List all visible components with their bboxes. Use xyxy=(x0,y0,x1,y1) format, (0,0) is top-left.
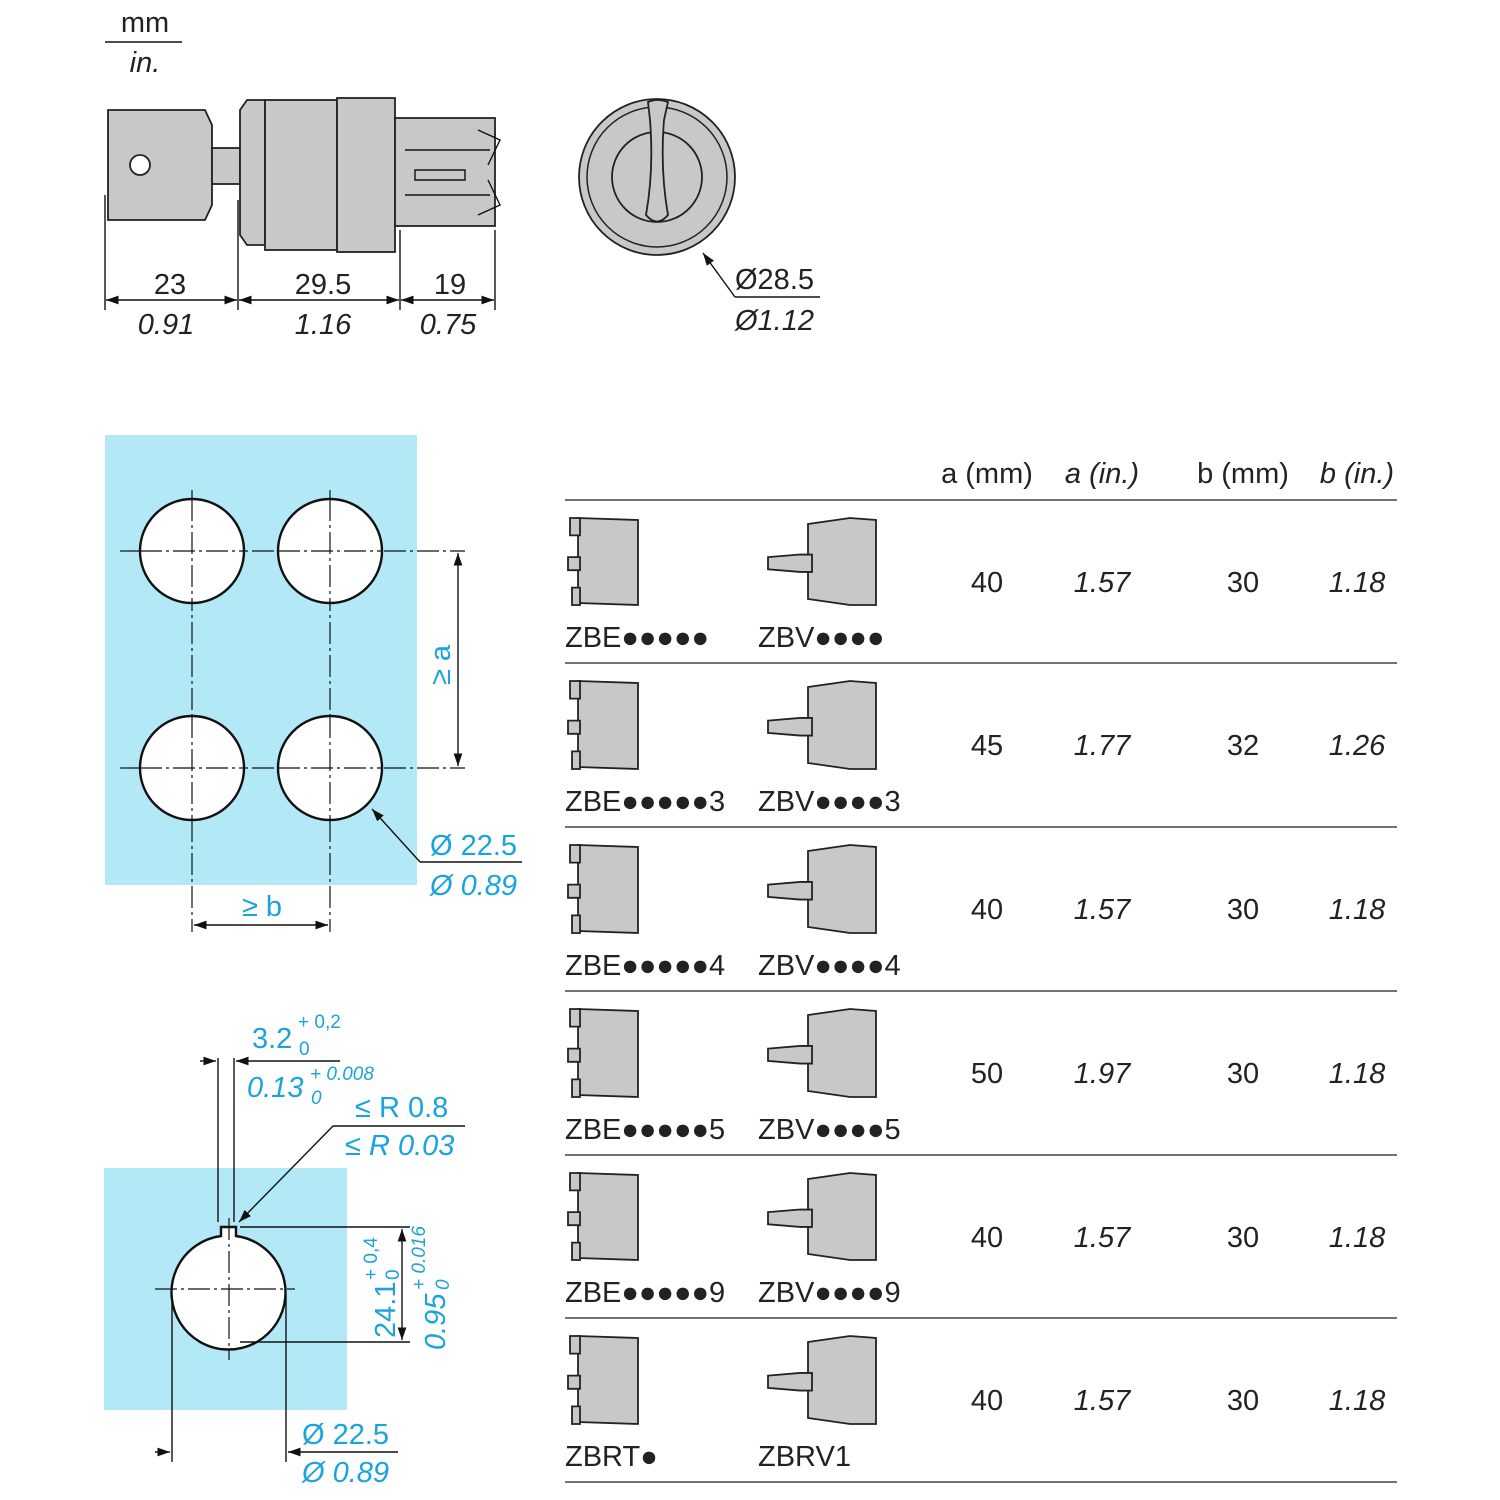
height-mm-tol-lower: 0 xyxy=(383,1269,404,1280)
notch-width-mm: 3.2 xyxy=(252,1023,292,1055)
table-row: ZBE●●●●●5 ZBV●●●●5 50 1.97 30 1.18 xyxy=(565,1008,1397,1156)
contact-block-ref: ZBE●●●●● xyxy=(565,622,709,654)
b-mm-value: 32 xyxy=(1227,730,1259,762)
contact-block-ref: ZBE●●●●●9 xyxy=(565,1277,725,1309)
dim-head-in: 1.16 xyxy=(295,309,352,341)
contact-block-icon xyxy=(567,1172,639,1261)
dim-key-mm: 23 xyxy=(154,269,186,301)
light-block-icon xyxy=(767,1335,877,1425)
dim-head-mm: 29.5 xyxy=(295,269,351,301)
radius-in: ≤ R 0.03 xyxy=(345,1130,454,1162)
light-block-ref: ZBV●●●●3 xyxy=(758,786,901,818)
contact-block-ref: ZBE●●●●●4 xyxy=(565,950,725,982)
height-in-tol-upper: + 0.016 xyxy=(409,1226,430,1290)
light-block-ref: ZBRV1 xyxy=(758,1441,851,1473)
key-hole-diameter-mm: Ø 22.5 xyxy=(302,1419,389,1451)
light-block-ref: ZBV●●●●9 xyxy=(758,1277,901,1309)
contact-block-ref: ZBRT● xyxy=(565,1441,658,1473)
hole-diameter-mm: Ø 22.5 xyxy=(430,830,517,862)
light-block-icon xyxy=(767,1172,877,1261)
side-view: 23 0.91 29.5 1.16 19 0.75 xyxy=(104,97,501,341)
a-in-value: 1.77 xyxy=(1074,730,1132,762)
a-in-value: 1.57 xyxy=(1074,1385,1132,1417)
contact-block-ref: ZBE●●●●●3 xyxy=(565,786,725,818)
table-row: ZBE●●●●● ZBV●●●● 40 1.57 30 1.18 xyxy=(565,517,1397,664)
height-in: 0.95 xyxy=(420,1293,452,1350)
b-in-value: 1.18 xyxy=(1329,894,1385,926)
light-block-icon xyxy=(767,680,877,770)
front-diameter-in: Ø1.12 xyxy=(734,305,814,337)
key-hole-diameter-in: Ø 0.89 xyxy=(301,1457,389,1489)
contact-block-ref: ZBE●●●●●5 xyxy=(565,1114,725,1146)
dim-block-in: 0.75 xyxy=(420,309,477,341)
panel-cutout: ≥ a ≥ b Ø 22.5 Ø 0.89 xyxy=(105,435,522,932)
contact-block-table: a (mm) a (in.) b (mm) b (in.) ZBE●●●●●ZB… xyxy=(565,458,1397,1483)
units-legend: mm in. xyxy=(105,7,182,79)
a-in-value: 1.97 xyxy=(1074,1058,1132,1090)
notch-in-tol-lower: 0 xyxy=(311,1088,322,1109)
header-b-in: b (in.) xyxy=(1320,458,1394,490)
front-view: Ø28.5 Ø1.12 xyxy=(578,98,820,337)
front-diameter-mm: Ø28.5 xyxy=(735,264,814,296)
b-mm-value: 30 xyxy=(1227,1222,1259,1254)
b-in-value: 1.18 xyxy=(1329,567,1385,599)
header-b-mm: b (mm) xyxy=(1197,458,1289,490)
dim-key-in: 0.91 xyxy=(138,309,194,341)
b-mm-value: 30 xyxy=(1227,894,1259,926)
key-cutout: 3.2 + 0,2 0 0.13 + 0.008 0 ≤ R 0.8 ≤ R 0… xyxy=(104,1012,465,1489)
b-mm-value: 30 xyxy=(1227,1058,1259,1090)
dim-block-mm: 19 xyxy=(434,269,466,301)
b-in-value: 1.18 xyxy=(1329,1058,1385,1090)
light-block-ref: ZBV●●●●5 xyxy=(758,1114,901,1146)
a-in-value: 1.57 xyxy=(1074,1222,1132,1254)
a-mm-value: 40 xyxy=(971,1385,1003,1417)
light-block-icon xyxy=(767,844,877,934)
light-block-ref: ZBV●●●●4 xyxy=(758,950,901,982)
b-in-value: 1.18 xyxy=(1329,1385,1385,1417)
contact-block-icon xyxy=(567,1008,639,1098)
header-a-in: a (in.) xyxy=(1065,458,1139,490)
light-block-icon xyxy=(767,1008,877,1098)
height-in-tol-lower: 0 xyxy=(433,1279,454,1290)
notch-mm-tol-lower: 0 xyxy=(299,1039,310,1060)
a-mm-value: 50 xyxy=(971,1058,1003,1090)
b-in-value: 1.18 xyxy=(1329,1222,1385,1254)
unit-in: in. xyxy=(130,47,161,79)
min-spacing-a-label: ≥ a xyxy=(425,644,457,685)
key-handle-icon xyxy=(645,99,670,223)
notch-in-tol-upper: + 0.008 xyxy=(310,1064,374,1085)
key-icon xyxy=(107,109,213,221)
table-row: ZBRT● ZBRV1 40 1.57 30 1.18 xyxy=(565,1335,1397,1483)
contact-block-icon xyxy=(567,680,639,770)
hole-diameter-in: Ø 0.89 xyxy=(429,870,517,902)
a-mm-value: 40 xyxy=(971,567,1003,599)
table-row: ZBE●●●●●3 ZBV●●●●3 45 1.77 32 1.26 xyxy=(565,680,1397,828)
b-mm-value: 30 xyxy=(1227,567,1259,599)
notch-mm-tol-upper: + 0,2 xyxy=(298,1012,341,1033)
min-spacing-b-label: ≥ b xyxy=(242,891,282,923)
contact-block-icon xyxy=(567,1335,639,1425)
a-mm-value: 40 xyxy=(971,1222,1003,1254)
light-block-ref: ZBV●●●● xyxy=(758,622,884,654)
table-row: ZBE●●●●●4 ZBV●●●●4 40 1.57 30 1.18 xyxy=(565,844,1397,992)
b-mm-value: 30 xyxy=(1227,1385,1259,1417)
notch-width-in: 0.13 xyxy=(247,1072,303,1104)
table-row: ZBE●●●●●9 ZBV●●●●9 40 1.57 30 1.18 xyxy=(565,1172,1397,1319)
a-mm-value: 45 xyxy=(971,730,1003,762)
a-mm-value: 40 xyxy=(971,894,1003,926)
header-a-mm: a (mm) xyxy=(941,458,1033,490)
unit-mm: mm xyxy=(121,7,169,39)
contact-block-icon xyxy=(567,517,639,606)
height-mm-tol-upper: + 0,4 xyxy=(361,1237,382,1280)
a-in-value: 1.57 xyxy=(1074,894,1132,926)
b-in-value: 1.26 xyxy=(1329,730,1386,762)
radius-mm: ≤ R 0.8 xyxy=(355,1092,448,1124)
contact-block-icon xyxy=(567,844,639,934)
a-in-value: 1.57 xyxy=(1074,567,1132,599)
light-block-icon xyxy=(767,517,877,606)
height-mm: 24.1 xyxy=(370,1282,402,1338)
